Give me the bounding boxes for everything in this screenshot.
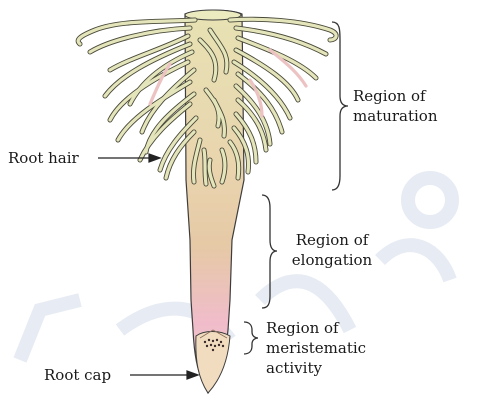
root-top (184, 9, 242, 21)
root-cap-arrowhead (186, 370, 200, 380)
label-elongation-line1: Region of (295, 231, 369, 249)
label-maturation-line2: maturation (353, 107, 438, 125)
label-meristematic-line3: activity (266, 359, 322, 377)
brace-maturation (331, 21, 349, 191)
meristem-line (199, 329, 228, 339)
root-hairs (75, 16, 339, 189)
label-region-elongation: Region of elongation (284, 230, 380, 270)
label-elongation-line2: elongation (291, 251, 373, 269)
brace-elongation (261, 194, 278, 309)
label-region-meristematic: Region of meristematic activity (266, 318, 366, 378)
pointer-arrows (98, 153, 200, 380)
label-maturation-line1: Region of (353, 87, 426, 105)
label-meristematic-line2: meristematic (266, 339, 367, 357)
label-meristematic-line1: Region of (266, 319, 339, 337)
root-hair-arrowhead (148, 153, 162, 163)
meristem-dots (203, 338, 225, 352)
brace-meristematic (243, 321, 259, 355)
braces (243, 21, 349, 355)
label-root-hair: Root hair (8, 149, 79, 167)
label-root-cap: Root cap (44, 366, 112, 384)
root-cap (195, 331, 231, 394)
label-region-maturation: Region of maturation (353, 86, 438, 126)
